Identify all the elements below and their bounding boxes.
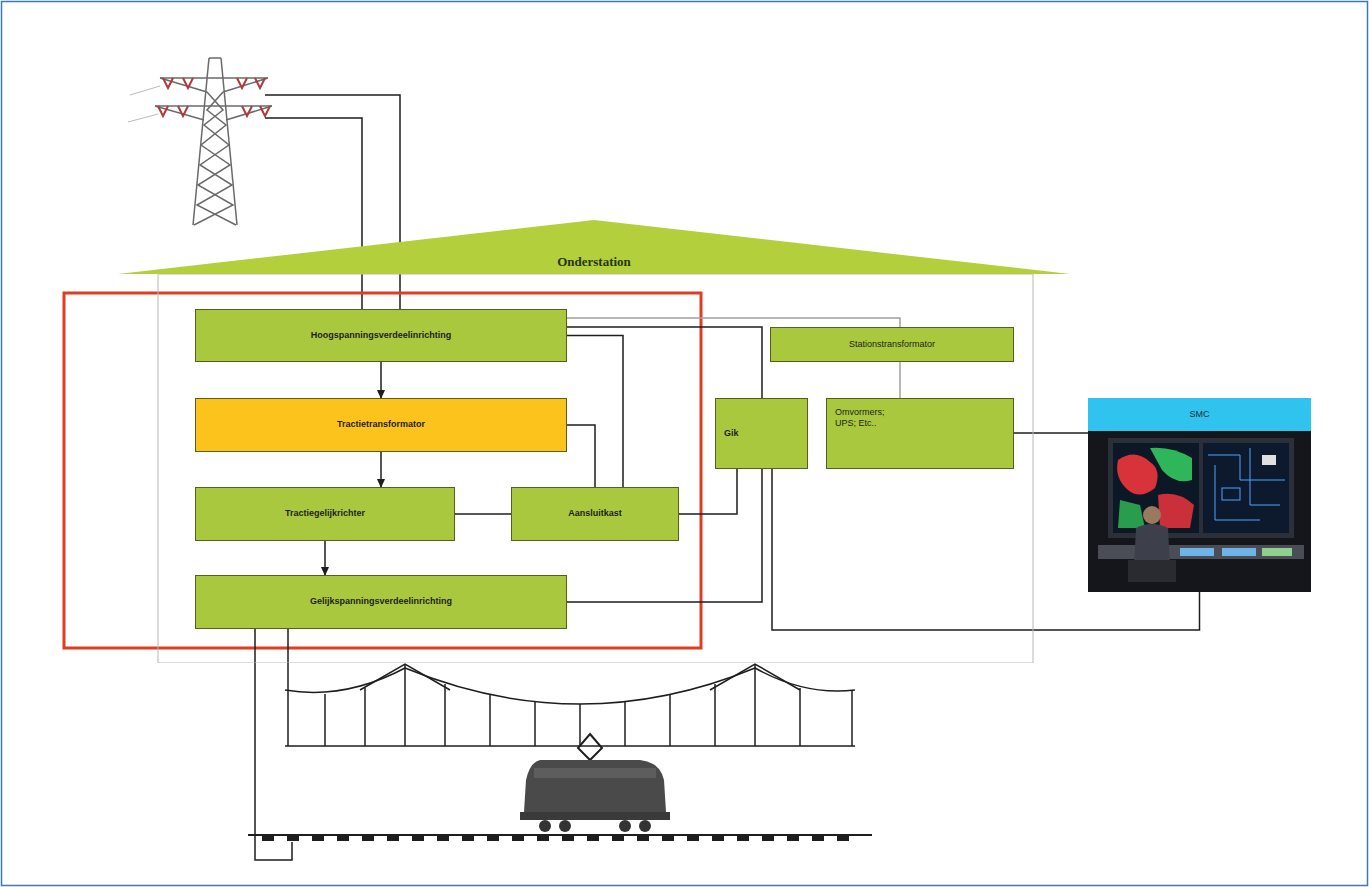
gik-box: Gik <box>715 398 808 469</box>
control-room-illustration <box>1088 431 1311 592</box>
building-wall <box>158 274 1033 663</box>
catenary-illustration <box>285 664 855 746</box>
connector <box>380 452 382 487</box>
rectifier-box: Tractiegelijkrichter <box>195 487 455 541</box>
connector <box>1014 432 1088 434</box>
box-label: Tractietransformator <box>337 419 425 430</box>
connector <box>567 425 595 487</box>
building-label: Onderstation <box>118 254 1070 270</box>
box-label: Gelijkspanningsverdeelinrichting <box>310 596 452 607</box>
box-label: Tractiegelijkrichter <box>285 508 365 519</box>
pylon-illustration <box>128 58 272 225</box>
hv-switchgear-box: Hoogspanningsverdeelinrichting <box>195 309 567 362</box>
substation-building: OnderstationHoogspanningsverdeelinrichti… <box>118 220 1070 663</box>
box-label: Stationstransformator <box>849 339 935 350</box>
control-centre: SMC <box>1088 398 1311 592</box>
dc-switchgear-box: Gelijkspanningsverdeelinrichting <box>195 575 567 629</box>
box-label: Aansluitkast <box>568 508 622 519</box>
connector <box>679 469 737 514</box>
connector <box>567 327 762 398</box>
converter-box: Omvormers; UPS; Etc.. <box>826 398 1014 469</box>
junction-box: Aansluitkast <box>511 487 679 541</box>
box-label: Omvormers; UPS; Etc.. <box>835 407 897 430</box>
connector <box>899 362 901 398</box>
building-roof <box>118 220 1070 274</box>
box-label: SMC <box>1190 409 1210 420</box>
box-label: Hoogspanningsverdeelinrichting <box>311 330 452 341</box>
hv-feed-wire <box>265 95 400 309</box>
dc-feeder-wire <box>255 629 292 860</box>
scope-frame <box>64 293 701 648</box>
connector <box>455 513 511 515</box>
train-illustration <box>520 734 670 832</box>
transformer-box: Tractietransformator <box>195 398 567 452</box>
connector <box>567 318 900 327</box>
connector <box>772 469 1200 630</box>
connector <box>324 541 326 575</box>
rail-illustration <box>248 835 872 841</box>
box-label: Gik <box>724 428 739 439</box>
connector <box>567 336 623 488</box>
header-bar: SMC <box>1088 398 1311 431</box>
station-transformer-box: Stationstransformator <box>770 327 1014 362</box>
connector <box>380 362 382 398</box>
